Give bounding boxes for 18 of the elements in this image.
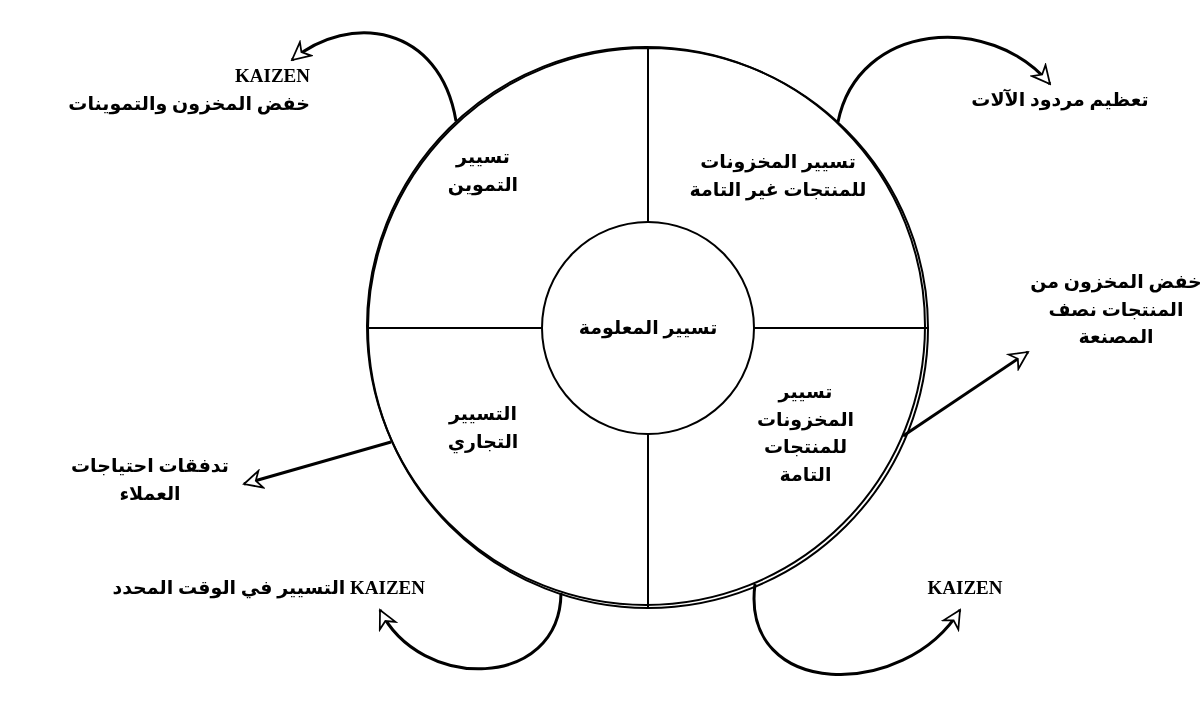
goal-text: تدفقات احتياجات العملاء	[70, 454, 230, 506]
curved-arrow	[378, 592, 563, 671]
sector-label: تسيير المعلومة	[578, 316, 718, 341]
goal-text: خفض المخزون والتموينات	[67, 91, 310, 117]
sector-label: تسيير التموين	[446, 145, 520, 198]
sector-label: تسيير المخزونات للمنتجات غير التامة	[688, 150, 868, 203]
goal-text: KAIZEN	[926, 576, 1004, 600]
sector-label: التسيير التجاري	[446, 402, 520, 456]
arrow	[902, 350, 1029, 438]
sector-label: تسيير المخزونات للمنتجات التامة	[755, 380, 856, 487]
curved-arrow	[291, 31, 458, 122]
goal-text: KAIZEN التسيير في الوقت المحدد	[111, 576, 425, 601]
goal-text: تعظيم مردود الآلات	[970, 88, 1150, 113]
curved-arrow	[753, 584, 962, 676]
goal-text: KAIZEN	[234, 64, 310, 88]
curved-arrow	[836, 35, 1052, 123]
goal-text: خفض المخزون من المنتجات نصف المصنعة	[1030, 270, 1202, 350]
arrow	[243, 440, 392, 489]
